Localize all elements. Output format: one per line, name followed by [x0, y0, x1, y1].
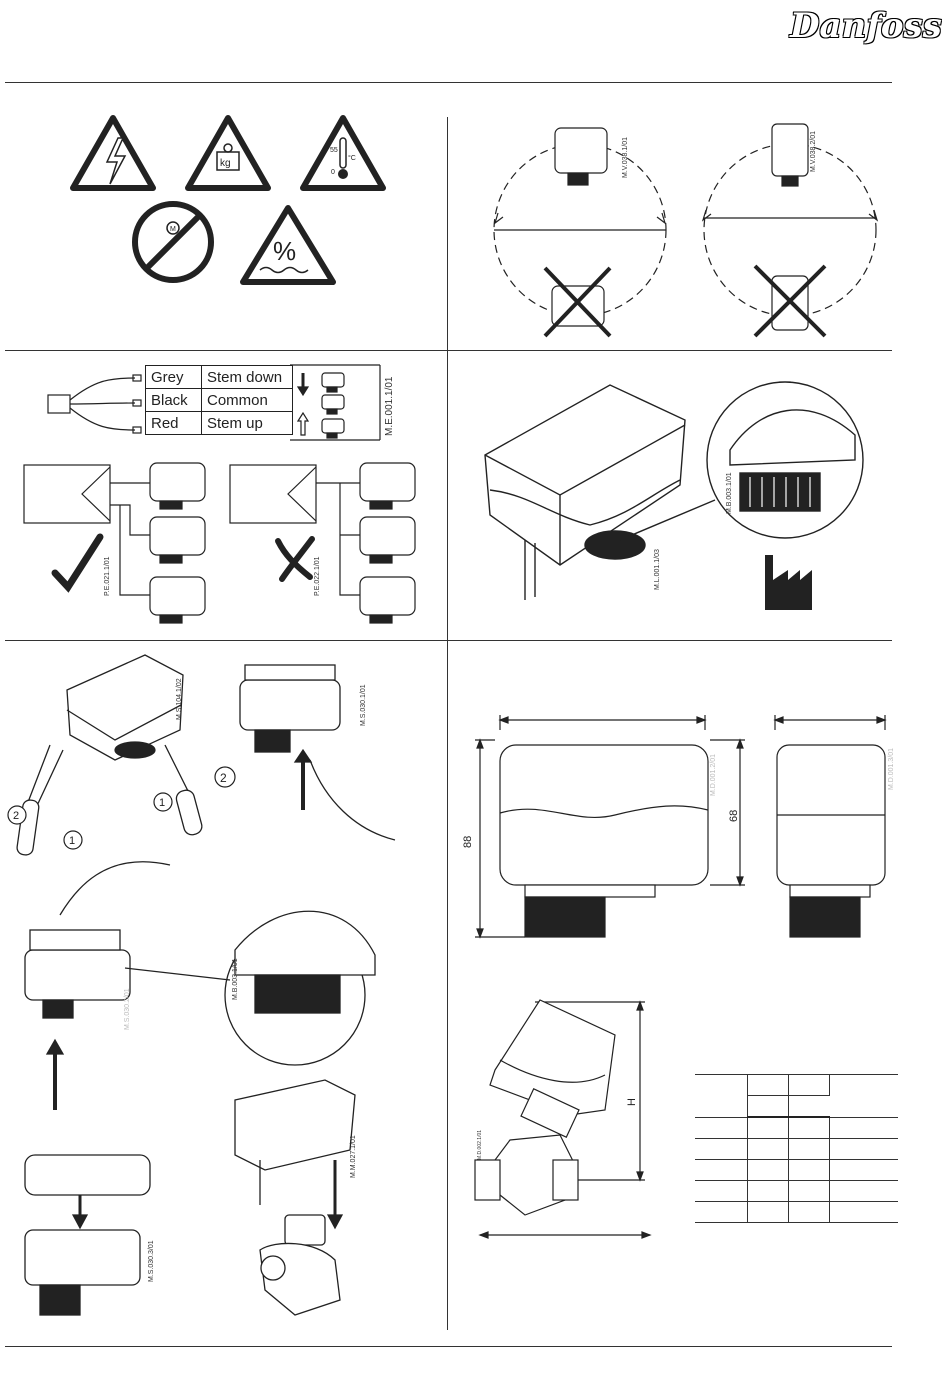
table-row: Black Common [145, 388, 293, 412]
code-label-12: M.S.030.3/01 [148, 1240, 155, 1282]
svg-text:1: 1 [69, 835, 75, 847]
svg-text:°C: °C [348, 154, 356, 162]
table-cell [829, 1180, 898, 1202]
table-cell [747, 1201, 789, 1223]
table-cell [829, 1074, 898, 1118]
wire-function-cell: Common [201, 388, 293, 412]
table-cell [695, 1117, 748, 1139]
table-cell [747, 1159, 789, 1181]
svg-text:2: 2 [220, 771, 227, 785]
code-label-10: M.B.003.1/01 [232, 958, 239, 1000]
installation-steps-panel: 2 1 2 1 [7, 654, 396, 1316]
table-cell [695, 1138, 748, 1160]
svg-text:kg: kg [220, 158, 231, 169]
valve-dimension-table [695, 1074, 898, 1223]
code-label-1: M.V.038.1/01 [622, 137, 629, 178]
code-label-3: M.E.001.1/01 [384, 376, 395, 436]
code-label-9: M.S.030.1/01 [360, 684, 367, 726]
wiring-table: Grey Stem down Black Common Red Stem up [145, 365, 293, 435]
svg-text:1: 1 [159, 797, 165, 809]
table-cell [747, 1138, 789, 1160]
dimension-88: 88 [462, 835, 474, 848]
mounting-orientation-panel [493, 123, 879, 338]
table-row [695, 1201, 898, 1223]
table-row [695, 1074, 898, 1118]
cable-diagram [47, 374, 142, 434]
valve-assembly-drawing [474, 999, 652, 1239]
code-label-8: M.S.104.1/02 [176, 678, 183, 720]
code-label-15: M.S.030.2/01 [124, 988, 131, 1030]
orientation-left [493, 127, 667, 338]
table-cell [788, 1159, 830, 1181]
dimension-68: 68 [728, 809, 740, 822]
table-cell [747, 1117, 789, 1139]
dimension-drawing-panel [475, 715, 887, 939]
code-label-14: M.D.001.3/01 [888, 747, 895, 790]
code-label-11: M.M.027.1/01 [350, 1135, 357, 1178]
table-row [695, 1095, 898, 1118]
table-cell [829, 1138, 898, 1160]
dimension-h: H [626, 1098, 638, 1106]
code-label-7: M.L.001.1/03 [654, 549, 661, 590]
grid-center-divider [447, 117, 448, 1330]
svg-text:55: 55 [330, 147, 338, 154]
table-cell [788, 1117, 830, 1139]
table-row [695, 1138, 898, 1160]
stem-direction-icons [290, 364, 381, 441]
temperature-icon: 55 °C 0 [300, 115, 386, 191]
svg-text:M: M [170, 226, 176, 233]
table-cell [829, 1117, 898, 1139]
table-cell [695, 1180, 748, 1202]
table-cell [788, 1074, 830, 1096]
grid-row-divider-1 [5, 350, 892, 351]
table-cell [747, 1095, 789, 1118]
code-label-2: M.V.038.2/01 [810, 131, 817, 172]
code-label-4: P.E.021.1/01 [104, 556, 111, 596]
svg-text:2: 2 [13, 810, 19, 822]
electric-hazard-icon [70, 115, 156, 191]
table-cell [788, 1095, 830, 1118]
weight-kg-icon: kg [185, 115, 271, 191]
svg-text:%: % [273, 236, 296, 266]
svg-text:0: 0 [331, 169, 335, 176]
humidity-icon: % [240, 205, 336, 285]
table-cell [695, 1074, 748, 1118]
table-cell [747, 1074, 789, 1096]
table-cell [788, 1201, 830, 1223]
orientation-right [701, 123, 879, 338]
header-divider [5, 82, 892, 83]
footer-divider [5, 1346, 892, 1347]
table-cell [788, 1180, 830, 1202]
grid-row-divider-2 [5, 640, 892, 641]
actuator-perspective-panel [484, 381, 864, 610]
parallel-wiring-diagrams [23, 462, 416, 624]
code-label-6: M.B.003.1/01 [726, 472, 733, 514]
code-label-16: M.D.002.1/01 [477, 1129, 483, 1160]
table-row [695, 1117, 898, 1139]
danfoss-logo: Danfoss [790, 6, 942, 46]
code-label-13: M.D.001.2/01 [710, 753, 717, 796]
table-row [695, 1159, 898, 1181]
wire-color-cell: Grey [145, 365, 202, 389]
table-row: Grey Stem down [145, 365, 293, 389]
wire-function-cell: Stem down [201, 365, 293, 389]
warning-icons-panel: kg 55 °C 0 M % [70, 115, 386, 285]
table-cell [695, 1159, 748, 1181]
table-cell [788, 1138, 830, 1160]
wire-function-cell: Stem up [201, 411, 293, 435]
table-cell [695, 1201, 748, 1223]
table-cell [829, 1201, 898, 1223]
wire-color-cell: Red [145, 411, 202, 435]
wire-color-cell: Black [145, 388, 202, 412]
table-row: Red Stem up [145, 411, 293, 435]
table-row [695, 1180, 898, 1202]
table-cell [747, 1180, 789, 1202]
table-cell [829, 1159, 898, 1181]
no-motor-icon: M [132, 201, 214, 283]
factory-icon [765, 555, 812, 610]
code-label-5: P.E.022.1/01 [314, 556, 321, 596]
